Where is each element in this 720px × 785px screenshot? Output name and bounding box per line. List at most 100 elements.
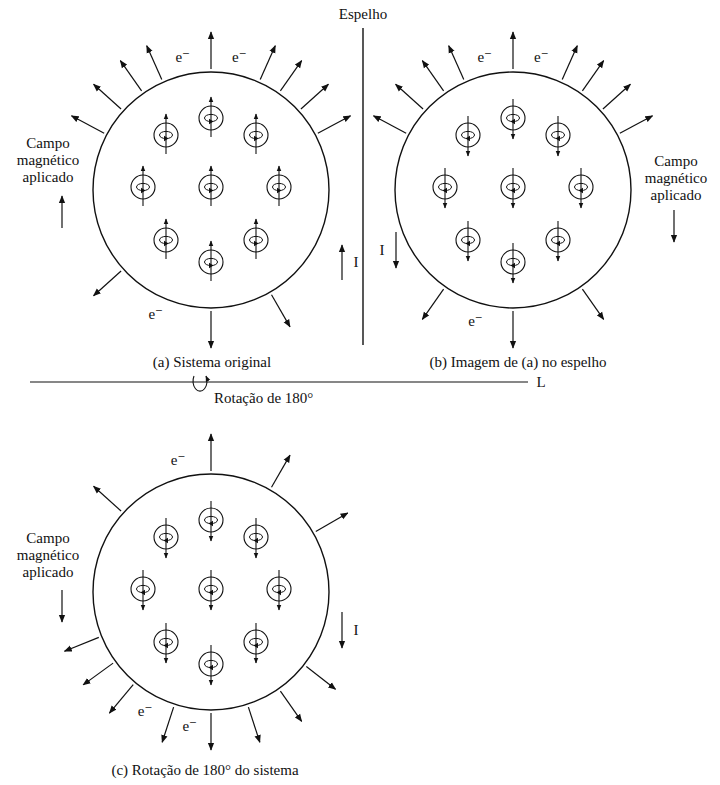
nucleus-symbol [456,116,480,156]
electron-ray [147,46,162,80]
spin-arrow [210,645,211,685]
electron-ray [210,32,211,69]
nucleus-symbol [267,570,291,610]
electron-ray [582,61,603,91]
spin-arrow [165,114,166,154]
current-label: I [354,254,359,271]
nucleus-symbol [501,168,525,208]
electron-ray [272,295,291,327]
sample-system [373,32,652,348]
current-arrow [341,245,342,280]
field-label: Campo magnético aplicado [639,153,713,204]
nucleus-symbol [199,645,223,685]
nucleus-symbol [546,221,570,261]
electron-ray [94,84,121,109]
spin-arrow [210,241,211,281]
spin-arrow [512,243,513,283]
nucleus-symbol [244,219,268,259]
nucleus-symbol [131,166,155,206]
nucleus-symbol [267,166,291,206]
electron-ray [562,46,577,80]
electron-ray [94,486,121,511]
rotation-label: Rotação de 180° [214,390,313,407]
nucleus-symbol [244,114,268,154]
sample-outline [395,72,631,308]
nucleus-symbol [199,501,223,541]
electron-label: e⁻ [170,452,187,469]
spin-arrow [278,166,279,206]
nucleus-symbol [456,221,480,261]
electron-ray [71,116,104,133]
sample-outline [93,474,329,710]
nucleus-symbol [154,518,178,558]
spin-arrow [467,116,468,156]
field-label: Campo magnético aplicado [11,135,85,186]
axis-label: L [536,374,545,391]
sample-outline [93,72,329,308]
field-arrow [673,210,674,242]
nucleus-symbol [199,241,223,281]
electron-ray [210,311,211,348]
spin-arrow [210,97,211,137]
electron-ray [162,707,173,742]
spin-arrow [142,166,143,206]
field-arrow [61,196,62,228]
nucleus-symbol [546,116,570,156]
spin-arrow [210,570,211,610]
electron-label: e⁻ [174,48,191,65]
caption: (a) Sistema original [153,354,271,371]
nucleus-symbol [244,518,268,558]
electron-ray [120,61,141,91]
electron-ray [210,713,211,750]
nucleus-symbol [199,570,223,610]
electron-ray [620,116,653,133]
nucleus-symbol [154,114,178,154]
spin-arrow [557,221,558,261]
nucleus-symbol [199,97,223,137]
spin-arrow [165,518,166,558]
rotation-symbol [193,376,207,391]
current-label: I [354,622,359,639]
electron-ray [373,116,406,133]
electron-label: e⁻ [231,48,248,65]
electron-label: e⁻ [181,718,198,735]
electron-ray [422,61,443,91]
spin-arrow [512,168,513,208]
nucleus-symbol [433,168,457,208]
spin-arrow [210,501,211,541]
mirror-label: Espelho [339,6,387,23]
spin-arrow [210,166,211,206]
nucleus-symbol [569,168,593,208]
electron-label: e⁻ [137,702,154,719]
electron-ray [301,84,328,109]
spin-arrow [255,518,256,558]
electron-ray [272,455,291,487]
nucleus-symbol [199,166,223,206]
spin-arrow [255,623,256,663]
electron-ray [94,271,121,296]
electron-ray [210,434,211,471]
electron-ray [603,84,630,109]
electron-ray [109,685,133,713]
current-arrow [395,232,396,268]
electron-ray [582,289,603,319]
nucleus-symbol [131,570,155,610]
electron-ray [318,116,351,133]
electron-ray [512,311,513,348]
electron-label: e⁻ [533,48,550,65]
spin-arrow [165,219,166,259]
spin-arrow [142,570,143,610]
spin-arrow [467,221,468,261]
spin-arrow [255,114,256,154]
electron-ray [248,707,259,742]
spin-arrow [512,99,513,139]
electron-ray [280,691,301,721]
electron-label: e⁻ [147,306,164,323]
field-arrow [61,590,62,622]
field-label: Campo magnético aplicado [11,530,85,581]
nucleus-symbol [244,623,268,663]
nucleus-symbol [501,99,525,139]
sample-system [65,434,348,750]
electron-ray [83,663,113,685]
